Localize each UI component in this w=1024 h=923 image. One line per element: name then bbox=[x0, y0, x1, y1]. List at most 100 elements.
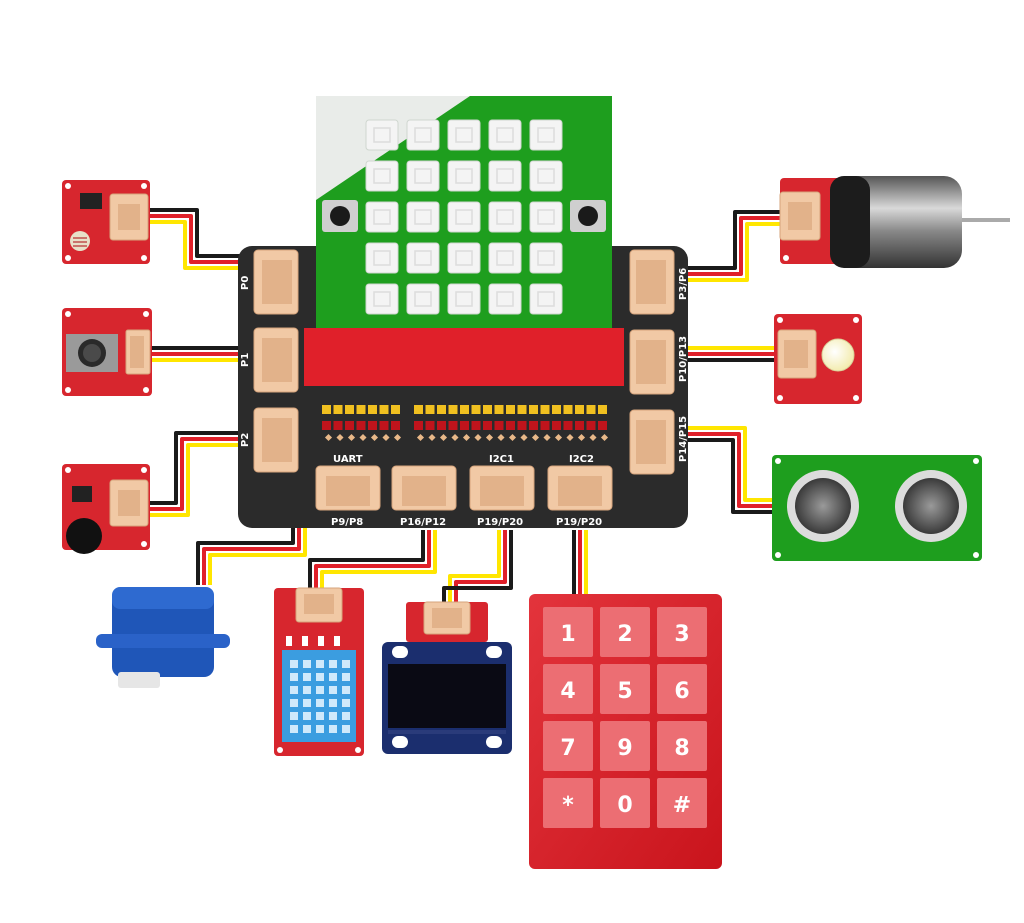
matrix-led bbox=[365, 160, 399, 192]
keypad-key[interactable]: 4 bbox=[543, 664, 593, 714]
port-label-p19-p20-b: P19/P20 bbox=[556, 517, 602, 528]
port-connector-right[interactable] bbox=[629, 329, 675, 395]
keypad-key[interactable]: 7 bbox=[543, 721, 593, 771]
module-connector bbox=[423, 601, 471, 635]
port-label-p3-p6: P3/P6 bbox=[678, 268, 689, 300]
keypad-key[interactable]: 6 bbox=[657, 664, 707, 714]
port-connector-bottom[interactable] bbox=[547, 465, 613, 511]
edge-connector-slot bbox=[304, 328, 624, 386]
module-connector bbox=[777, 329, 817, 379]
header-pin bbox=[391, 405, 400, 414]
header-pin bbox=[425, 421, 435, 430]
header-pin bbox=[460, 421, 469, 430]
oled-display-module bbox=[382, 601, 512, 754]
keypad-key[interactable]: 2 bbox=[600, 607, 650, 657]
dht-grid-hole bbox=[303, 660, 311, 668]
matrix-led bbox=[447, 201, 481, 233]
keypad-key[interactable]: 3 bbox=[657, 607, 707, 657]
dht-grid-hole bbox=[342, 673, 350, 681]
temperature-humidity-module bbox=[274, 587, 364, 756]
dht-grid-hole bbox=[329, 725, 337, 733]
header-pin bbox=[414, 405, 423, 414]
dht-grid-hole bbox=[303, 712, 311, 720]
dht-grid-hole bbox=[329, 699, 337, 707]
header-pin bbox=[439, 433, 448, 442]
keypad-key[interactable]: # bbox=[657, 778, 707, 828]
ultrasonic-receiver-icon bbox=[895, 470, 967, 542]
keypad-key-label: 5 bbox=[617, 679, 632, 704]
expansion-board: P0 P1 P2 P3/P6 P10/P13 P14/P15 UART I2C1… bbox=[238, 96, 689, 528]
matrix-led bbox=[406, 242, 440, 274]
header-pin bbox=[577, 433, 586, 442]
header-pin bbox=[508, 433, 517, 442]
keypad-key[interactable]: 9 bbox=[600, 721, 650, 771]
ultrasonic-sensor-module bbox=[772, 455, 982, 561]
button-b[interactable] bbox=[570, 200, 606, 232]
keypad-key[interactable]: * bbox=[543, 778, 593, 828]
header-pin bbox=[356, 421, 366, 430]
sound-sensor-module bbox=[62, 464, 150, 554]
header-pin bbox=[586, 405, 596, 414]
keypad-key[interactable]: 5 bbox=[600, 664, 650, 714]
port-label-p14-p15: P14/P15 bbox=[678, 416, 689, 462]
header-pin bbox=[543, 433, 551, 442]
port-connector-right[interactable] bbox=[629, 249, 675, 315]
header-pin bbox=[437, 405, 446, 414]
matrix-led bbox=[488, 160, 522, 192]
matrix-led bbox=[447, 119, 481, 151]
dht-grid-hole bbox=[342, 712, 350, 720]
port-connector-bottom[interactable] bbox=[315, 465, 381, 511]
port-connector-left[interactable] bbox=[253, 407, 299, 473]
potentiometer-module bbox=[62, 308, 152, 396]
matrix-led bbox=[406, 119, 440, 151]
header-pin bbox=[600, 433, 609, 442]
keypad-key[interactable]: 8 bbox=[657, 721, 707, 771]
port-label-p10-p13: P10/P13 bbox=[678, 336, 689, 382]
port-connector-bottom[interactable] bbox=[391, 465, 457, 511]
header-pin bbox=[563, 421, 573, 430]
matrix-led bbox=[529, 160, 563, 192]
matrix-led bbox=[365, 119, 399, 151]
keypad-key[interactable]: 1 bbox=[543, 607, 593, 657]
header-pin bbox=[517, 405, 527, 414]
module-connector bbox=[295, 587, 343, 623]
header-pin bbox=[368, 421, 377, 430]
dht-grid-hole bbox=[329, 660, 337, 668]
keypad-key-label: 4 bbox=[560, 679, 575, 704]
header-pin bbox=[336, 433, 344, 442]
dht-sensor-grid bbox=[290, 660, 350, 733]
dht-grid-hole bbox=[303, 686, 311, 694]
dht-grid-hole bbox=[290, 699, 298, 707]
port-connector-bottom[interactable] bbox=[469, 465, 535, 511]
keypad-key[interactable]: 0 bbox=[600, 778, 650, 828]
module-connector bbox=[125, 329, 151, 375]
port-connector-left[interactable] bbox=[253, 249, 299, 315]
port-connector-right[interactable] bbox=[629, 409, 675, 475]
header-pin bbox=[575, 405, 584, 414]
header-pin bbox=[437, 421, 446, 430]
header-pin bbox=[586, 421, 596, 430]
keypad-key-label: 2 bbox=[617, 622, 632, 647]
header-pin bbox=[393, 433, 402, 442]
knob-icon bbox=[78, 339, 106, 367]
keypad-key-label: 0 bbox=[617, 793, 632, 818]
microbit bbox=[316, 96, 612, 330]
matrix-led bbox=[529, 201, 563, 233]
matrix-led bbox=[529, 242, 563, 274]
port-label-p2: P2 bbox=[240, 433, 251, 447]
dht-grid-hole bbox=[329, 673, 337, 681]
microphone-icon bbox=[66, 518, 102, 554]
matrix-led bbox=[529, 119, 563, 151]
matrix-led bbox=[365, 283, 399, 315]
module-connector bbox=[779, 191, 821, 241]
keypad-key-label: 7 bbox=[560, 736, 575, 761]
matrix-led bbox=[488, 242, 522, 274]
button-a[interactable] bbox=[322, 200, 358, 232]
header-pin bbox=[566, 433, 574, 442]
header-pin bbox=[451, 433, 459, 442]
label-i2c2: I2C2 bbox=[569, 454, 594, 465]
header-pin bbox=[471, 421, 481, 430]
header-pin bbox=[345, 421, 354, 430]
light-sensor-module bbox=[62, 180, 150, 264]
port-connector-left[interactable] bbox=[253, 327, 299, 393]
